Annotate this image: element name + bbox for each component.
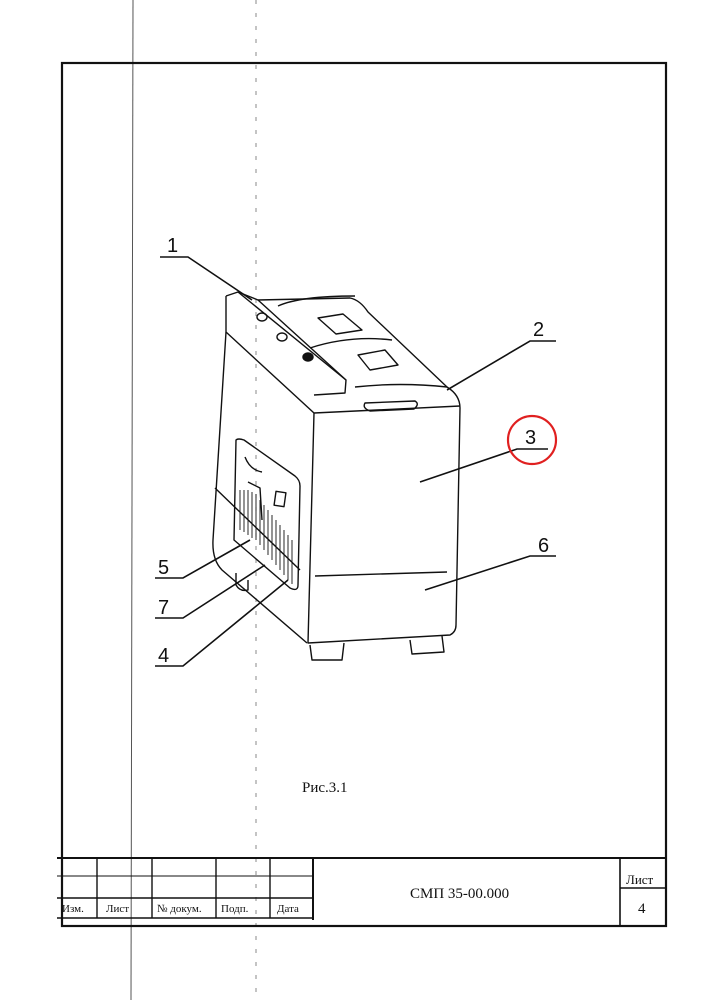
- scan-artifact-line: [130, 0, 134, 1000]
- callout-5: 5: [158, 557, 169, 579]
- callout-3: 3: [525, 427, 536, 449]
- title-block: [57, 857, 666, 926]
- figure-caption: Рис.3.1: [302, 780, 348, 796]
- document-designation: СМП 35-00.000: [410, 886, 509, 902]
- highlight-circle: [506, 414, 558, 466]
- col-izm: Изм.: [62, 903, 84, 915]
- callout-4: 4: [158, 645, 169, 667]
- drawing-frame: [60, 61, 668, 928]
- callout-2: 2: [533, 319, 544, 341]
- callout-6: 6: [538, 535, 549, 557]
- callout-leaders: [155, 256, 556, 667]
- machine-drawing: [212, 291, 461, 661]
- sheet-label: Лист: [626, 872, 654, 887]
- callout-7: 7: [158, 597, 169, 619]
- col-list: Лист: [106, 903, 129, 915]
- col-date: Дата: [277, 903, 299, 915]
- col-doc-number: № докум.: [157, 903, 202, 915]
- sheet-number: 4: [638, 901, 646, 917]
- callout-1: 1: [167, 235, 178, 257]
- col-signature: Подп.: [221, 903, 249, 915]
